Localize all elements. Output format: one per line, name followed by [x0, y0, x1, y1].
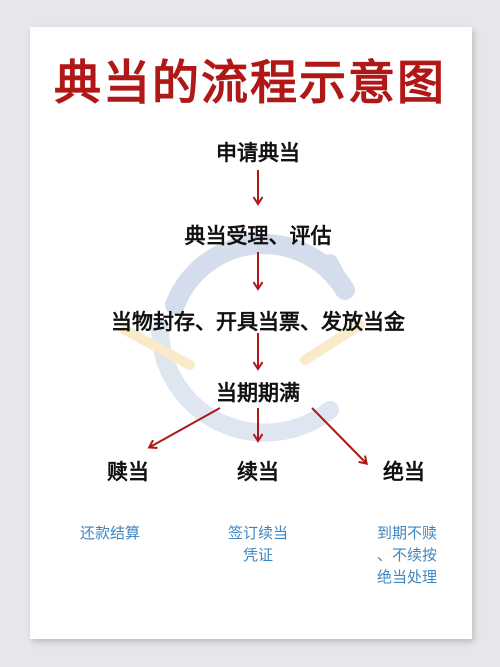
diagram-title: 典当的流程示意图 — [54, 56, 446, 111]
outcome-redeem: 赎当 — [107, 460, 149, 484]
note-forfeit-line-2: 、不续按 — [376, 546, 438, 564]
diagram-card — [30, 27, 472, 639]
outcome-renew: 续当 — [237, 460, 279, 484]
step-seal-issue-pay: 当物封存、开具当票、发放当金 — [111, 310, 405, 334]
note-redeem: 还款结算 — [80, 522, 140, 544]
note-redeem-line: 还款结算 — [79, 524, 141, 542]
note-forfeit-line-1: 到期不赎 — [376, 524, 438, 542]
note-renew-line-2: 凭证 — [242, 546, 274, 564]
step-apply: 申请典当 — [216, 141, 300, 165]
step-term-expiry: 当期期满 — [216, 381, 300, 405]
step-accept-evaluate: 典当受理、评估 — [184, 224, 332, 248]
note-forfeit: 到期不赎 、不续按 绝当处理 — [377, 522, 437, 588]
note-renew-line-1: 签订续当 — [227, 524, 289, 542]
arrow-to-forfeit — [311, 407, 366, 463]
note-forfeit-line-3: 绝当处理 — [376, 568, 438, 586]
watermark-logo-icon — [120, 234, 365, 442]
outcome-forfeit: 绝当 — [383, 460, 425, 484]
note-renew: 签订续当 凭证 — [228, 522, 288, 566]
arrow-to-redeem — [150, 407, 221, 447]
